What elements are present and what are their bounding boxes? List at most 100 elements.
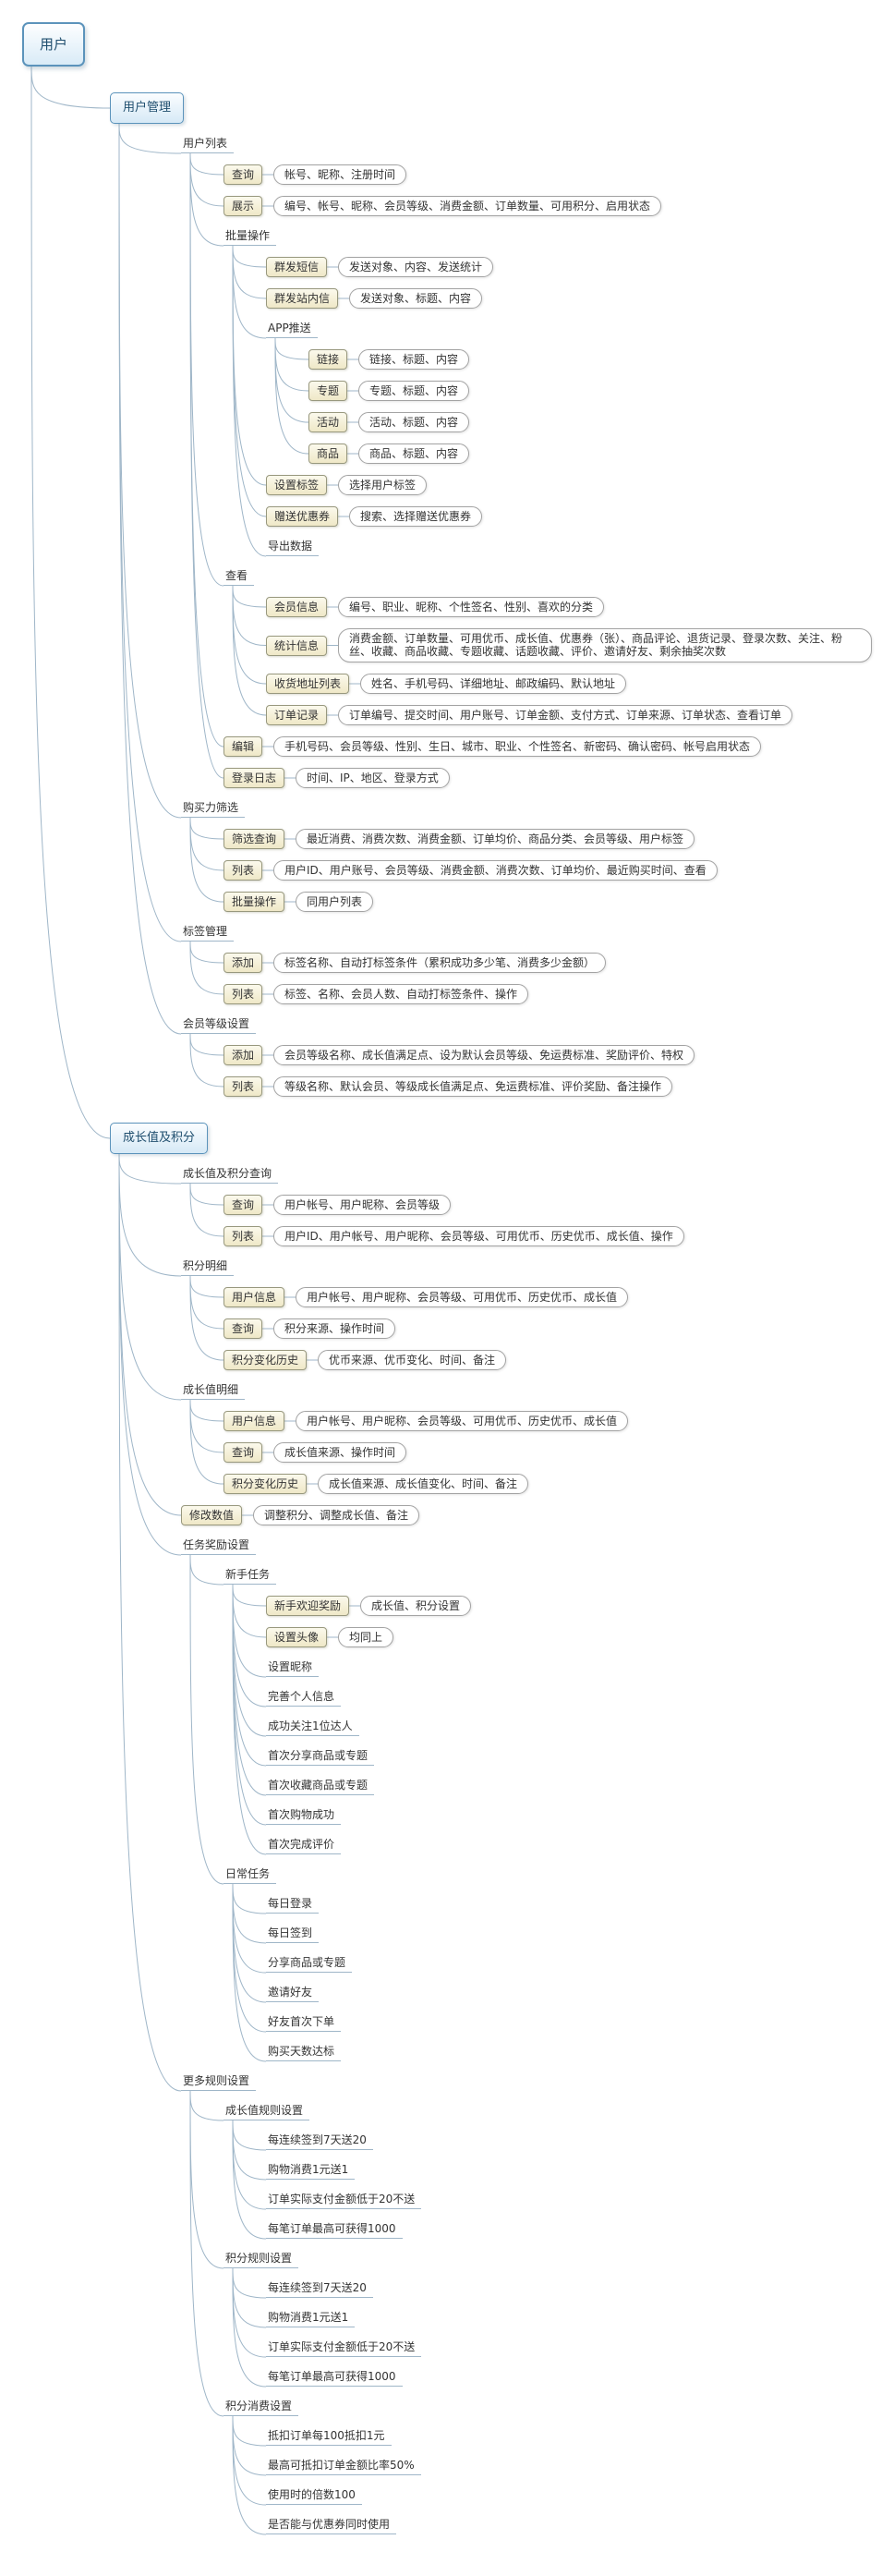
node-pd-history[interactable]: 积分变化历史 [224, 1350, 308, 1371]
node-tag-list[interactable]: 列表 [224, 984, 263, 1005]
node-points-rule-checkin[interactable]: 每连续签到7天送20 [266, 2279, 373, 2299]
node-user[interactable]: 用户 [22, 22, 86, 67]
node-batch-operations[interactable]: 批量操作 [224, 227, 277, 247]
node-member-info-fields[interactable]: 编号、职业、昵称、个性签名、性别、喜欢的分类 [338, 597, 605, 618]
node-view[interactable]: 查看 [224, 567, 255, 587]
node-edit[interactable]: 编辑 [224, 736, 263, 758]
node-member-info[interactable]: 会员信息 [266, 597, 328, 618]
node-points-rule-max[interactable]: 每笔订单最高可获得1000 [266, 2368, 403, 2388]
node-growth-and-points[interactable]: 成长值及积分 [110, 1123, 209, 1154]
node-gd-query[interactable]: 查询 [224, 1442, 263, 1464]
node-growth-rule-max[interactable]: 每笔订单最高可获得1000 [266, 2220, 403, 2240]
node-app-push[interactable]: APP推送 [266, 320, 318, 339]
node-level-add[interactable]: 添加 [224, 1045, 263, 1066]
node-filter-query-fields[interactable]: 最近消费、消费次数、消费金额、订单均价、商品分类、会员等级、用户标签 [296, 829, 695, 850]
node-set-avatar-fields[interactable]: 均同上 [338, 1627, 394, 1648]
node-edit-fields[interactable]: 手机号码、会员等级、性别、生日、城市、职业、个性签名、新密码、确认密码、帐号启用… [273, 736, 762, 758]
node-points-detail[interactable]: 积分明细 [181, 1258, 235, 1277]
node-push-link[interactable]: 链接 [308, 349, 348, 371]
node-growth-points-query[interactable]: 成长值及积分查询 [181, 1165, 279, 1185]
node-set-avatar[interactable]: 设置头像 [266, 1627, 328, 1648]
node-gd-user-info-fields[interactable]: 用户帐号、用户昵称、会员等级、可用优币、历史优币、成长值 [296, 1411, 629, 1432]
node-push-product-fields[interactable]: 商品、标题、内容 [358, 444, 470, 465]
node-mass-sms-fields[interactable]: 发送对象、内容、发送统计 [338, 257, 494, 278]
node-consume-multiple[interactable]: 使用时的倍数100 [266, 2486, 362, 2506]
node-gp-query[interactable]: 查询 [224, 1195, 263, 1216]
node-points-rule-spend[interactable]: 购物消费1元送1 [266, 2309, 356, 2328]
node-gift-coupon[interactable]: 赠送优惠券 [266, 506, 339, 528]
node-growth-rule-checkin[interactable]: 每连续签到7天送20 [266, 2132, 373, 2151]
node-push-link-fields[interactable]: 链接、标题、内容 [358, 349, 470, 371]
node-follow-expert[interactable]: 成功关注1位达人 [266, 1718, 359, 1737]
node-daily-checkin[interactable]: 每日签到 [266, 1925, 320, 1944]
node-push-product[interactable]: 商品 [308, 444, 348, 465]
node-tag-add[interactable]: 添加 [224, 953, 263, 974]
node-mass-site-message[interactable]: 群发站内信 [266, 288, 339, 310]
node-modify-values[interactable]: 修改数值 [181, 1505, 243, 1526]
node-user-list[interactable]: 用户列表 [181, 135, 235, 154]
node-filter-query[interactable]: 筛选查询 [224, 829, 285, 850]
node-welcome-reward-fields[interactable]: 成长值、积分设置 [360, 1596, 472, 1617]
node-order-records-fields[interactable]: 订单编号、提交时间、用户账号、订单金额、支付方式、订单来源、订单状态、查看订单 [338, 705, 793, 726]
node-order-records[interactable]: 订单记录 [266, 705, 328, 726]
node-push-topic-fields[interactable]: 专题、标题、内容 [358, 381, 470, 402]
node-first-purchase[interactable]: 首次购物成功 [266, 1806, 342, 1826]
node-filter-batch[interactable]: 批量操作 [224, 892, 285, 913]
node-display[interactable]: 展示 [224, 196, 263, 217]
node-set-tag[interactable]: 设置标签 [266, 475, 328, 496]
node-level-list[interactable]: 列表 [224, 1076, 263, 1098]
node-welcome-reward[interactable]: 新手欢迎奖励 [266, 1596, 350, 1617]
node-gd-query-fields[interactable]: 成长值来源、操作时间 [273, 1442, 407, 1464]
node-growth-rule-spend[interactable]: 购物消费1元送1 [266, 2161, 356, 2181]
node-tag-management[interactable]: 标签管理 [181, 923, 235, 942]
node-push-activity[interactable]: 活动 [308, 412, 348, 433]
node-consume-with-coupon[interactable]: 是否能与优惠券同时使用 [266, 2516, 397, 2535]
node-stats-info[interactable]: 统计信息 [266, 635, 328, 656]
node-filter-list-fields[interactable]: 用户ID、用户账号、会员等级、消费金额、消费次数、订单均价、最近购买时间、查看 [273, 860, 718, 881]
node-pd-user-info-fields[interactable]: 用户帐号、用户昵称、会员等级、可用优币、历史优币、成长值 [296, 1287, 629, 1308]
node-gift-coupon-fields[interactable]: 搜索、选择赠送优惠券 [349, 506, 483, 528]
node-task-reward-settings[interactable]: 任务奖励设置 [181, 1537, 257, 1556]
node-login-log-fields[interactable]: 时间、IP、地区、登录方式 [296, 768, 450, 789]
node-address-list-fields[interactable]: 姓名、手机号码、详细地址、邮政编码、默认地址 [360, 674, 627, 695]
node-growth-rule-minimum[interactable]: 订单实际支付金额低于20不送 [266, 2191, 422, 2210]
node-level-list-fields[interactable]: 等级名称、默认会员、等级成长值满足点、免运费标准、评价奖励、备注操作 [273, 1076, 673, 1098]
node-pd-query[interactable]: 查询 [224, 1318, 263, 1340]
node-mass-sms[interactable]: 群发短信 [266, 257, 328, 278]
node-gd-user-info[interactable]: 用户信息 [224, 1411, 285, 1432]
node-pd-query-fields[interactable]: 积分来源、操作时间 [273, 1318, 396, 1340]
node-set-nickname[interactable]: 设置昵称 [266, 1659, 320, 1678]
node-set-tag-fields[interactable]: 选择用户标签 [338, 475, 428, 496]
node-friend-first-order[interactable]: 好友首次下单 [266, 2013, 342, 2033]
node-mass-site-message-fields[interactable]: 发送对象、标题、内容 [349, 288, 483, 310]
node-push-activity-fields[interactable]: 活动、标题、内容 [358, 412, 470, 433]
node-display-fields[interactable]: 编号、帐号、昵称、会员等级、消费金额、订单数量、可用积分、启用状态 [273, 196, 662, 217]
node-query[interactable]: 查询 [224, 164, 263, 186]
node-gd-history[interactable]: 积分变化历史 [224, 1474, 308, 1495]
node-level-add-fields[interactable]: 会员等级名称、成长值满足点、设为默认会员等级、免运费标准、奖励评价、特权 [273, 1045, 695, 1066]
node-consume-deduct[interactable]: 抵扣订单每100抵扣1元 [266, 2427, 392, 2447]
node-first-review[interactable]: 首次完成评价 [266, 1836, 342, 1855]
node-address-list[interactable]: 收货地址列表 [266, 674, 350, 695]
node-query-fields[interactable]: 帐号、昵称、注册时间 [273, 164, 407, 186]
node-consume-max-ratio[interactable]: 最高可抵扣订单金额比率50% [266, 2457, 421, 2476]
node-growth-rules[interactable]: 成长值规则设置 [224, 2102, 310, 2121]
node-gp-list-fields[interactable]: 用户ID、用户帐号、用户昵称、会员等级、可用优币、历史优币、成长值、操作 [273, 1226, 684, 1247]
node-invite-friend[interactable]: 邀请好友 [266, 1984, 320, 2003]
node-first-favorite[interactable]: 首次收藏商品或专题 [266, 1777, 375, 1796]
node-filter-batch-fields[interactable]: 同用户列表 [296, 892, 374, 913]
node-points-rules[interactable]: 积分规则设置 [224, 2250, 299, 2269]
node-pd-user-info[interactable]: 用户信息 [224, 1287, 285, 1308]
node-pd-history-fields[interactable]: 优币来源、优币变化、时间、备注 [318, 1350, 507, 1371]
node-first-share[interactable]: 首次分享商品或专题 [266, 1747, 375, 1767]
node-modify-values-fields[interactable]: 调整积分、调整成长值、备注 [253, 1505, 420, 1526]
node-purchase-days[interactable]: 购买天数达标 [266, 2043, 342, 2062]
node-daily-tasks[interactable]: 日常任务 [224, 1865, 277, 1885]
node-tag-add-fields[interactable]: 标签名称、自动打标签条件（累积成功多少笔、消费多少金额） [273, 953, 607, 974]
node-export-data[interactable]: 导出数据 [266, 538, 320, 557]
node-tag-list-fields[interactable]: 标签、名称、会员人数、自动打标签条件、操作 [273, 984, 529, 1005]
node-more-rules-settings[interactable]: 更多规则设置 [181, 2072, 257, 2092]
node-points-consume-settings[interactable]: 积分消费设置 [224, 2398, 299, 2417]
node-share-product[interactable]: 分享商品或专题 [266, 1954, 353, 1974]
node-gp-query-fields[interactable]: 用户帐号、用户昵称、会员等级 [273, 1195, 452, 1216]
